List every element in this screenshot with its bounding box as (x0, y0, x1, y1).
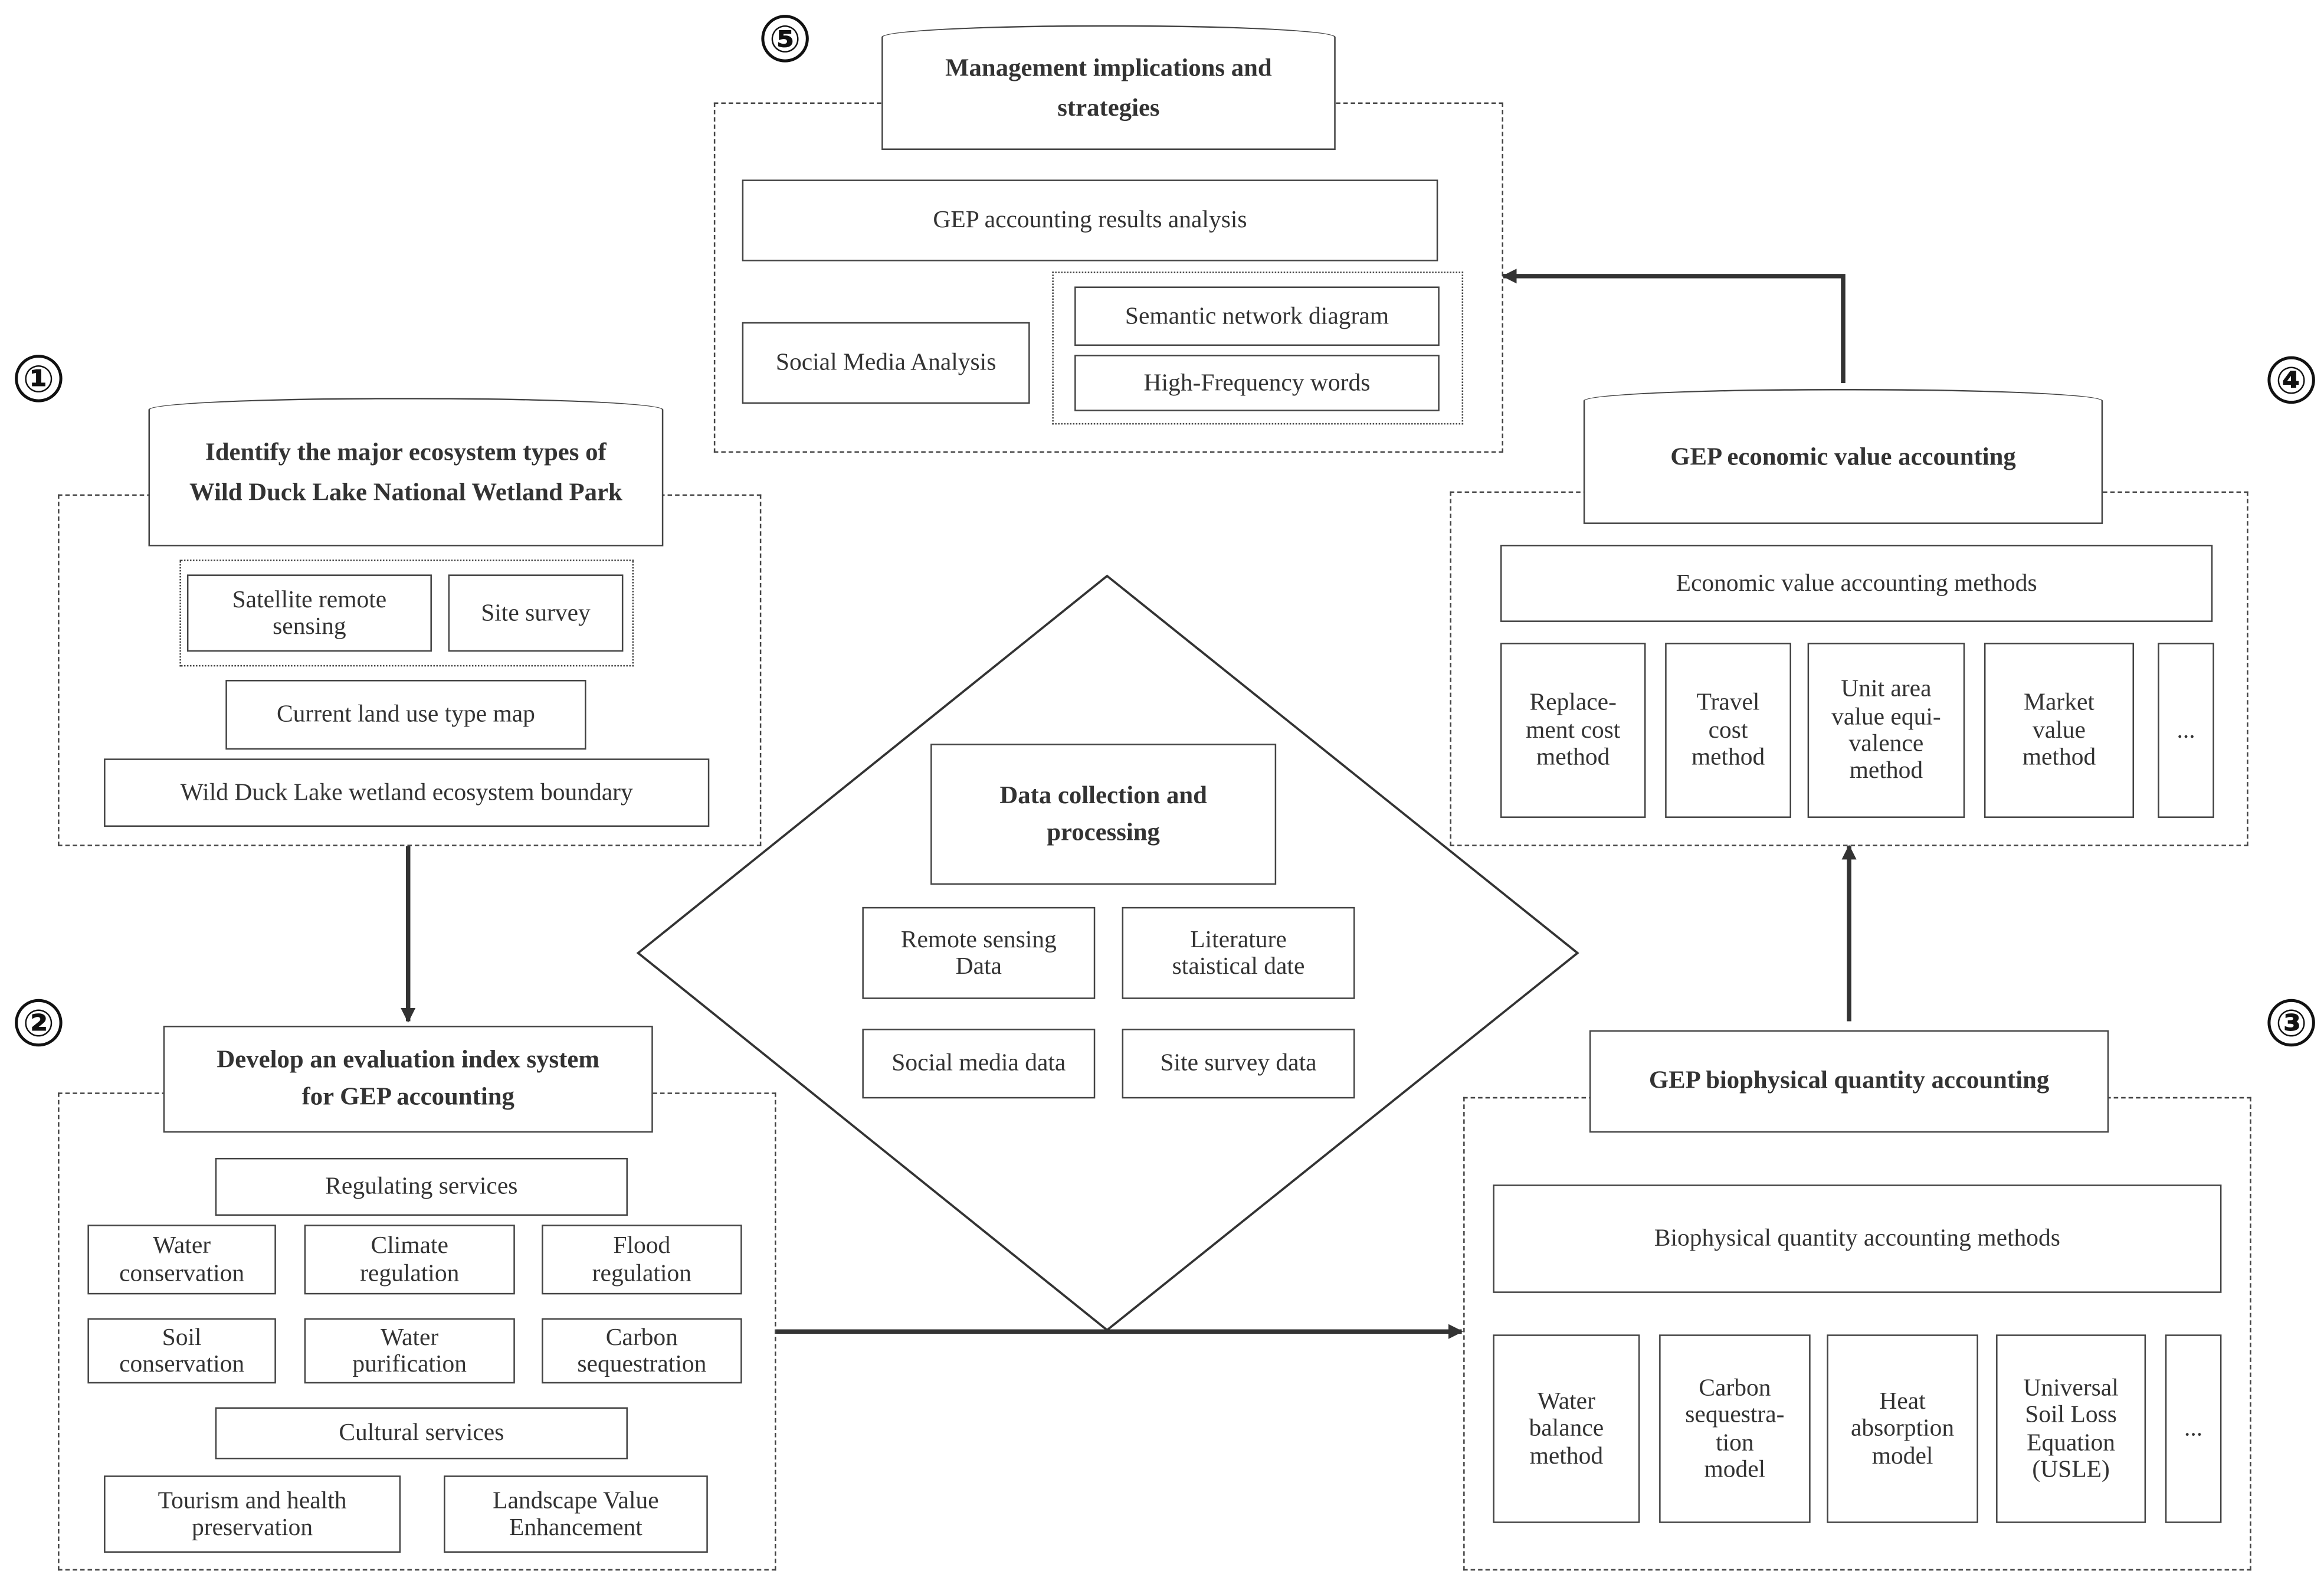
carbon-sequestration-box: Carbon sequestration (542, 1318, 742, 1384)
identify-title: Identify the major ecosystem types of Wi… (148, 398, 664, 546)
market-value-method-box: Market value method (1984, 643, 2135, 818)
site-survey-box: Site survey (448, 574, 624, 652)
economic-title: GEP economic value accounting (1583, 389, 2103, 524)
literature-data-box: Literature staistical date (1122, 906, 1355, 999)
unit-area-value-method-box: Unit area value equi- valence method (1807, 643, 1965, 818)
economic-more-methods-box: ... (2158, 643, 2214, 818)
high-frequency-words-box: High-Frequency words (1074, 355, 1440, 411)
water-balance-method-box: Water balance method (1493, 1334, 1640, 1523)
water-purification-box: Water purification (304, 1318, 515, 1384)
carbon-sequestration-model-box: Carbon sequestra- tion model (1659, 1334, 1811, 1523)
biophysical-methods-header: Biophysical quantity accounting methods (1493, 1184, 2222, 1293)
heat-absorption-model-box: Heat absorption model (1827, 1334, 1978, 1523)
step-number-5: ⑤ (761, 15, 809, 63)
step-number-3: ③ (2267, 999, 2315, 1047)
step-number-1: ① (15, 355, 63, 402)
evaluation-title: Develop an evaluation index system for G… (163, 1026, 653, 1133)
step-number-2: ② (15, 999, 63, 1047)
flood-regulation-box: Flood regulation (542, 1225, 742, 1295)
wetland-boundary-box: Wild Duck Lake wetland ecosystem boundar… (104, 758, 710, 827)
identify-methods-group (179, 559, 634, 667)
land-use-map-box: Current land use type map (225, 680, 586, 750)
cultural-services-header: Cultural services (215, 1407, 628, 1459)
arrow-step4-to-step5 (1502, 269, 1846, 383)
social-media-analysis-box: Social Media Analysis (742, 322, 1030, 404)
replacement-cost-method-box: Replace- ment cost method (1500, 643, 1646, 818)
biophysical-title: GEP biophysical quantity accounting (1589, 1030, 2109, 1133)
economic-methods-header: Economic value accounting methods (1500, 545, 2213, 622)
satellite-remote-sensing-box: Satellite remote sensing (186, 574, 432, 652)
travel-cost-method-box: Travel cost method (1665, 643, 1791, 818)
data-collection-title: Data collection and processing (930, 744, 1277, 885)
water-conservation-box: Water conservation (87, 1225, 276, 1295)
center-diamond (636, 574, 1579, 1332)
regulating-services-header: Regulating services (215, 1157, 628, 1216)
management-title: Management implications and strategies (881, 25, 1336, 150)
biophysical-more-methods-box: ... (2165, 1334, 2222, 1523)
climate-regulation-box: Climate regulation (304, 1225, 515, 1295)
social-media-data-box: Social media data (862, 1029, 1096, 1099)
remote-sensing-data-box: Remote sensing Data (862, 906, 1096, 999)
site-survey-data-box: Site survey data (1122, 1029, 1355, 1099)
gep-results-analysis-box: GEP accounting results analysis (742, 179, 1438, 261)
soil-conservation-box: Soil conservation (87, 1318, 276, 1384)
landscape-value-box: Landscape Value Enhancement (444, 1475, 708, 1553)
tourism-health-box: Tourism and health preservation (104, 1475, 401, 1553)
usle-box: Universal Soil Loss Equation (USLE) (1996, 1334, 2146, 1523)
semantic-network-box: Semantic network diagram (1074, 286, 1440, 346)
social-media-methods-group (1052, 271, 1464, 425)
step-number-4: ④ (2267, 356, 2315, 404)
